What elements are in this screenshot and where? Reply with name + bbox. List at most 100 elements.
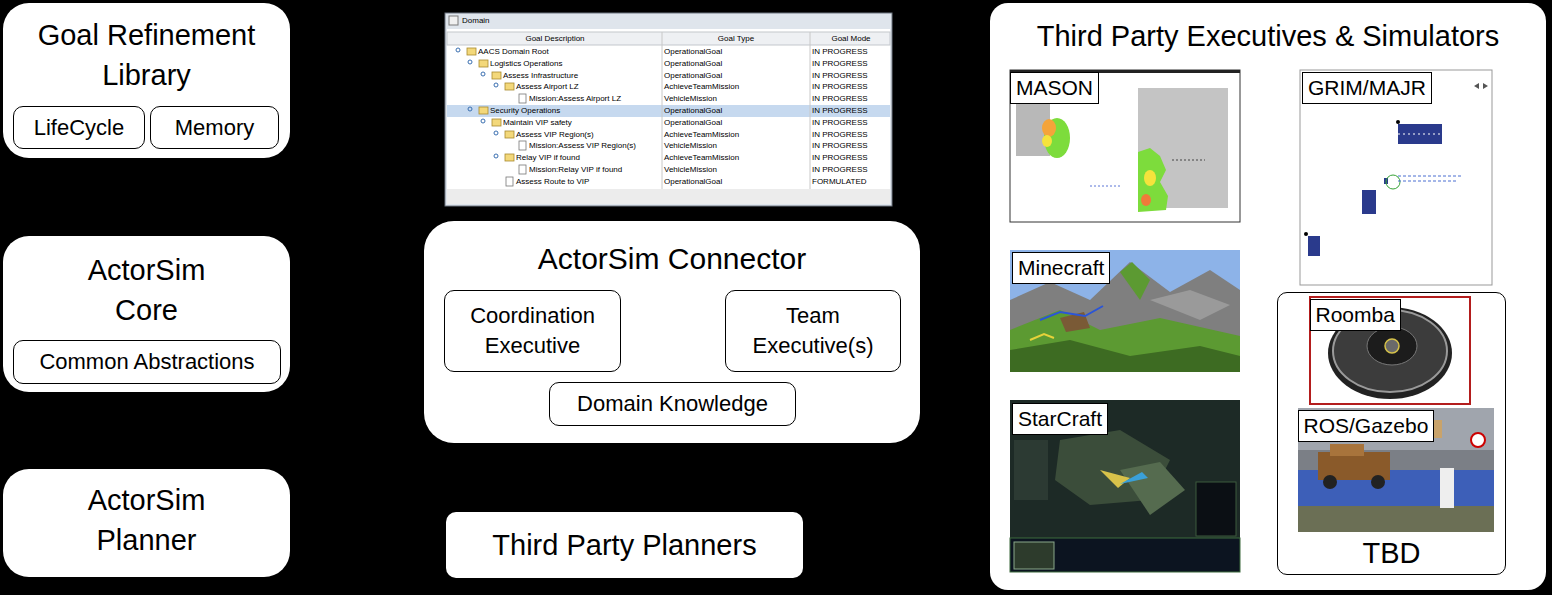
screenshot-frame — [1300, 70, 1492, 285]
table-cell: VehicleMission — [664, 164, 717, 176]
component-box: Memory — [150, 106, 279, 149]
vehicle — [1330, 444, 1364, 456]
table-cell: Assess VIP Region(s) — [516, 129, 594, 141]
window-control — [1474, 83, 1488, 89]
blob — [1138, 148, 1168, 212]
table-cell: IN PROGRESS — [812, 164, 868, 176]
table-cell: Security Operations — [490, 105, 560, 117]
simulator-tag: StarCraft — [1012, 403, 1108, 435]
starcraft-screenshot — [1010, 400, 1240, 572]
simulator-tag: MASON — [1010, 72, 1099, 104]
table-cell: AchieveTeamMission — [664, 152, 739, 164]
table-cell: OperationalGoal — [664, 70, 722, 82]
window-title: Domain — [462, 15, 490, 26]
grass — [1010, 340, 1240, 372]
module-box: Goal Refinement LibraryLifeCycleMemory — [3, 3, 290, 158]
sky — [1010, 250, 1240, 372]
table-cell: OperationalGoal — [664, 176, 722, 188]
box-label: Domain Knowledge — [577, 390, 768, 418]
road-sign — [1471, 433, 1485, 447]
scene — [1298, 408, 1494, 532]
table-cell: Mission:Relay VIP if found — [529, 164, 622, 176]
table-cell: VehicleMission — [664, 140, 717, 152]
wheel — [1323, 475, 1337, 489]
ore-vein — [1030, 334, 1054, 340]
column-header: Goal Type — [718, 33, 754, 44]
table-cell: AACS Domain Root — [478, 46, 549, 58]
table-cell: IN PROGRESS — [812, 129, 868, 141]
minimap — [1014, 542, 1054, 569]
table-cell: IN PROGRESS — [812, 105, 868, 117]
simulator-tag: Roomba — [1310, 299, 1401, 331]
unit — [1100, 470, 1130, 488]
simulator-tag: GRIM/MAJR — [1302, 72, 1432, 104]
folder-icon — [479, 107, 488, 114]
goal-tree-window — [445, 13, 892, 206]
folder-icon — [505, 83, 514, 90]
mason-screenshot — [1010, 70, 1240, 222]
component-box: Domain Knowledge — [549, 382, 796, 426]
module-box: ActorSim ConnectorCoordination Executive… — [424, 221, 920, 443]
stone — [1150, 290, 1230, 320]
box-label: Roomba — [1316, 300, 1395, 330]
table-cell: IN PROGRESS — [812, 152, 868, 164]
box-label: Third Party Planners — [492, 527, 756, 563]
tree-handle — [481, 119, 485, 123]
info-panel — [1196, 482, 1236, 536]
box-label: Coordination Executive — [453, 301, 612, 361]
search-pattern — [1398, 124, 1442, 144]
table-cell: IN PROGRESS — [812, 81, 868, 93]
box-label: Common Abstractions — [39, 348, 254, 376]
table-header — [447, 32, 890, 45]
blob — [1042, 119, 1056, 137]
minecraft-screenshot — [1010, 250, 1240, 372]
box-label: ActorSim Planner — [62, 480, 232, 560]
box-label: Team Executive(s) — [734, 301, 892, 361]
box-label: Memory — [175, 114, 254, 142]
folder-icon — [479, 60, 488, 67]
vehicle-dot — [1396, 120, 1400, 124]
tree-handle — [494, 131, 498, 135]
box-label: ActorSim Core — [62, 250, 232, 330]
box-label: StarCraft — [1018, 404, 1102, 434]
agent-trace — [1090, 186, 1122, 187]
vehicle-loop — [1386, 175, 1400, 189]
screenshot-frame — [1010, 70, 1240, 222]
table-cell: IN PROGRESS — [812, 117, 868, 129]
column-header: Goal Description — [525, 33, 584, 44]
table-cell: OperationalGoal — [664, 105, 722, 117]
grid-line — [810, 32, 811, 189]
folder-icon — [467, 48, 476, 55]
agent-trace — [1172, 160, 1205, 161]
folder-icon — [505, 131, 514, 138]
component-box: LifeCycle — [13, 106, 145, 149]
table-cell: AchieveTeamMission — [664, 129, 739, 141]
folder-icon — [492, 119, 501, 126]
group-box: TBDRoombaROS/Gazebo — [1277, 292, 1506, 575]
tree-handle — [456, 48, 460, 52]
component-box: Common Abstractions — [13, 340, 281, 384]
page-icon — [519, 94, 526, 103]
grid-line — [662, 32, 663, 189]
wheel — [1371, 475, 1385, 489]
ground — [1298, 506, 1494, 532]
component-box: Team Executive(s) — [725, 290, 901, 372]
gazebo-screenshot — [1298, 408, 1494, 532]
table-cell: Assess Infrastructure — [503, 70, 578, 82]
terrain — [1120, 462, 1185, 515]
box-label: LifeCycle — [34, 114, 124, 142]
table-cell: IN PROGRESS — [812, 93, 868, 105]
track — [1398, 181, 1458, 182]
table-cell: AchieveTeamMission — [664, 81, 739, 93]
component-box: Coordination Executive — [444, 290, 621, 372]
column-header: Goal Mode — [831, 33, 870, 44]
folder-icon — [492, 72, 501, 79]
tree-handle — [481, 72, 485, 76]
table-cell: OperationalGoal — [664, 58, 722, 70]
blob — [1042, 135, 1052, 147]
selected-row — [447, 105, 890, 117]
table-cell: IN PROGRESS — [812, 140, 868, 152]
simulator-tag: Minecraft — [1012, 252, 1110, 284]
table-cell: OperationalGoal — [664, 46, 722, 58]
